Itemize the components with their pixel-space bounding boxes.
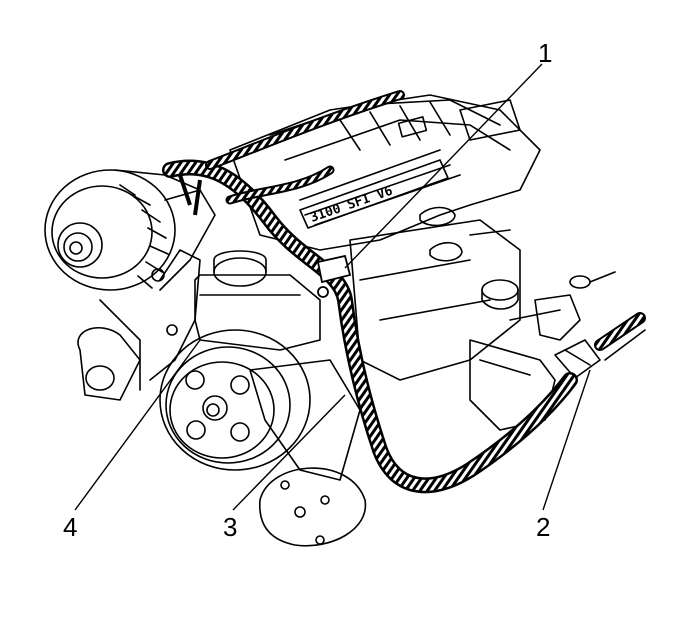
reservoir — [194, 250, 321, 351]
pump-pulley — [159, 329, 311, 471]
harness-bracket — [509, 271, 616, 341]
leader-lines — [74, 63, 591, 511]
wiring-harness — [162, 90, 646, 494]
leader-line-2 — [542, 369, 591, 511]
leader-line-3 — [232, 394, 346, 511]
engine-label-plate — [299, 159, 449, 229]
generator — [44, 169, 216, 291]
generator-bracket — [77, 249, 201, 401]
leader-line-4 — [74, 339, 201, 511]
engine-block — [349, 206, 521, 381]
callout-2: 2 — [536, 512, 551, 542]
harmonic-balancer — [259, 467, 367, 547]
callout-1: 1 — [538, 38, 553, 68]
leader-line-1 — [344, 63, 543, 269]
harness-clip — [316, 254, 352, 298]
callout-4: 4 — [63, 512, 78, 542]
engine-label-text: 3100 SFI V6 — [308, 184, 394, 226]
cover-plate — [249, 339, 556, 481]
callout-3: 3 — [223, 512, 238, 542]
